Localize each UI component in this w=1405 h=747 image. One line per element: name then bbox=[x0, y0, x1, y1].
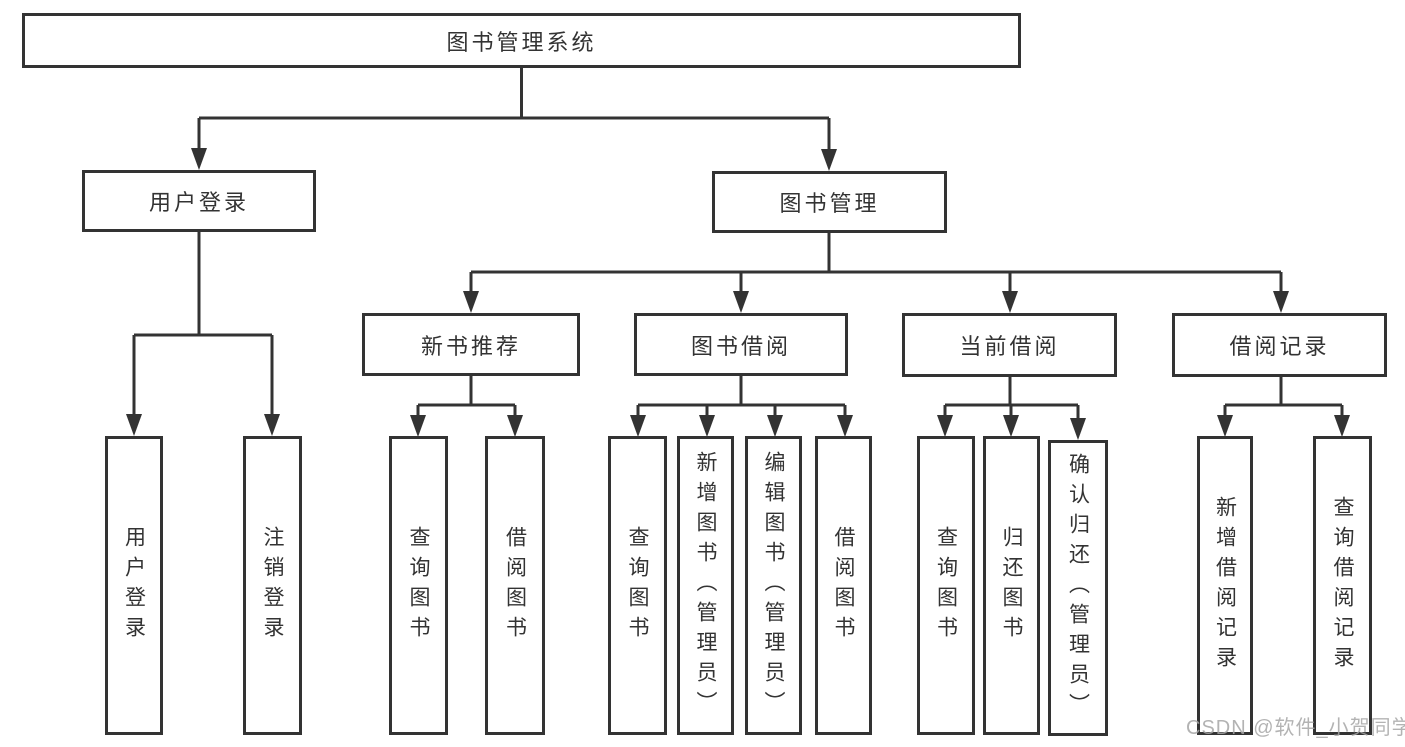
node-return-books: 归还图书 bbox=[983, 436, 1040, 735]
node-edit-book-admin: 编辑图书（管理员） bbox=[745, 436, 802, 735]
node-label: 查询图书 bbox=[407, 525, 430, 646]
node-current-query-books: 查询图书 bbox=[917, 436, 975, 735]
connector-user-login bbox=[126, 232, 280, 436]
connector-current-borrowing bbox=[937, 377, 1086, 440]
node-add-borrowing-record: 新增借阅记录 bbox=[1197, 436, 1253, 735]
node-logout-action: 注销登录 bbox=[243, 436, 302, 735]
node-library-system: 图书管理系统 bbox=[22, 13, 1021, 68]
node-label: 借阅图书 bbox=[832, 525, 855, 646]
node-label: 查询借阅记录 bbox=[1331, 495, 1354, 676]
node-new-book-recommendation: 新书推荐 bbox=[362, 313, 580, 376]
csdn-watermark: CSDN @软件_小贺同学 bbox=[1186, 717, 1405, 739]
node-label: 借阅图书 bbox=[503, 525, 527, 646]
node-label: 查询图书 bbox=[626, 525, 649, 646]
node-label: 用户登录 bbox=[122, 525, 146, 646]
node-query-borrowing-record: 查询借阅记录 bbox=[1313, 436, 1372, 735]
node-label: 新增借阅记录 bbox=[1213, 495, 1237, 676]
node-user-login-action: 用户登录 bbox=[105, 436, 163, 735]
node-recommend-query-books: 查询图书 bbox=[389, 436, 448, 735]
node-borrowing-borrow-books: 借阅图书 bbox=[815, 436, 872, 735]
node-borrowing-query-books: 查询图书 bbox=[608, 436, 667, 735]
connector-borrowing-records bbox=[1217, 377, 1350, 437]
node-label: 新增图书（管理员） bbox=[694, 450, 717, 721]
node-label: 编辑图书（管理员） bbox=[762, 450, 785, 721]
node-book-borrowing: 图书借阅 bbox=[634, 313, 848, 376]
node-label: 注销登录 bbox=[261, 525, 284, 646]
node-current-borrowing: 当前借阅 bbox=[902, 313, 1117, 377]
node-user-login: 用户登录 bbox=[82, 170, 316, 232]
connector-new-book-recommendation bbox=[410, 376, 523, 437]
node-label: 查询图书 bbox=[934, 525, 958, 646]
node-add-book-admin: 新增图书（管理员） bbox=[677, 436, 734, 735]
node-borrowing-records: 借阅记录 bbox=[1172, 313, 1387, 377]
node-confirm-return-admin: 确认归还（管理员） bbox=[1048, 440, 1108, 736]
connector-root bbox=[191, 68, 837, 171]
connector-book-management bbox=[463, 233, 1289, 313]
node-label: 确认归还（管理员） bbox=[1066, 453, 1090, 723]
connector-book-borrowing bbox=[630, 376, 853, 437]
node-book-management: 图书管理 bbox=[712, 171, 947, 233]
node-recommend-borrow-books: 借阅图书 bbox=[485, 436, 545, 735]
node-label: 归还图书 bbox=[1000, 525, 1023, 646]
